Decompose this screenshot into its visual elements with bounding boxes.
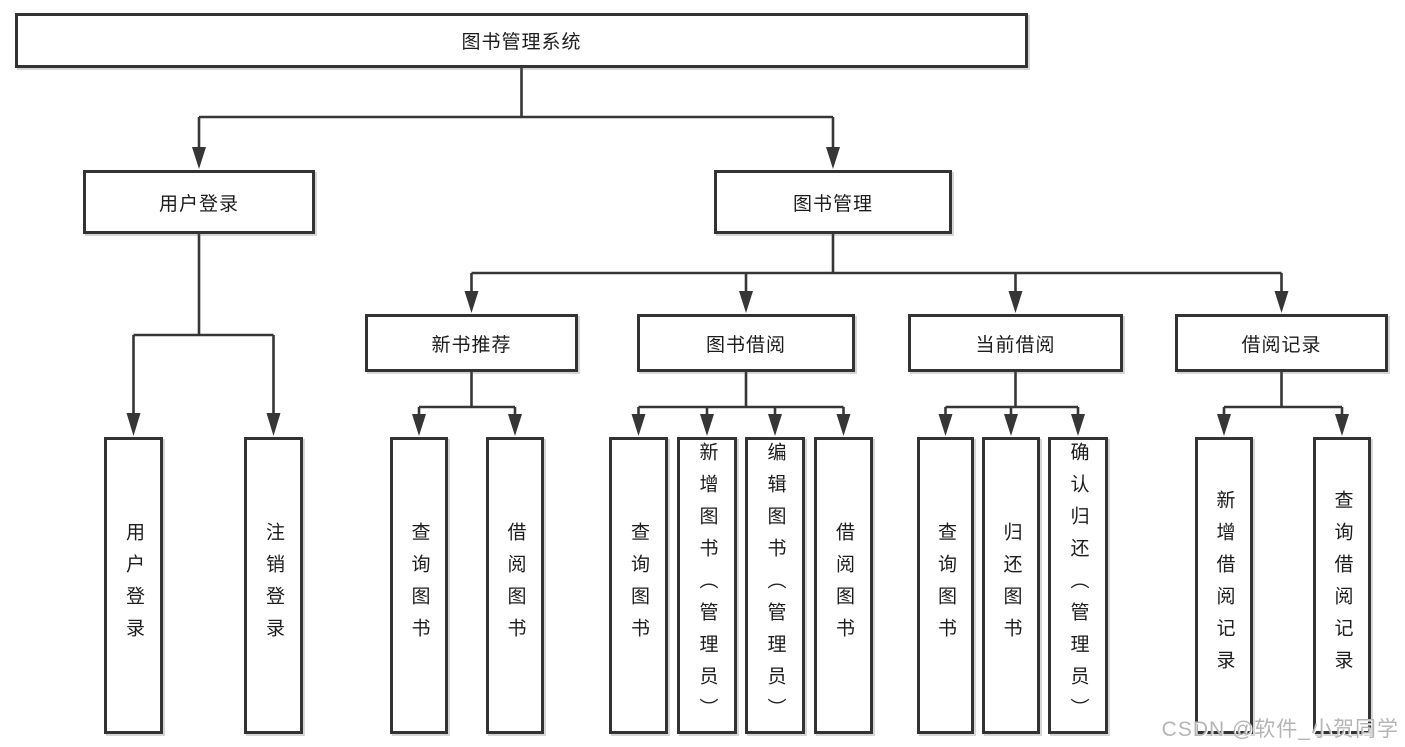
node-leaf-query-book-borrowing: 查询图书 bbox=[609, 437, 668, 734]
leaf-label: 查询图书 bbox=[628, 521, 649, 650]
leaf-label: 新增借阅记录 bbox=[1213, 489, 1235, 682]
leaf-label: 新增图书（管理员） bbox=[696, 441, 718, 730]
node-leaf-return-book: 归还图书 bbox=[982, 437, 1040, 734]
leaf-label: 查询图书 bbox=[408, 521, 430, 650]
leaf-label: 查询借阅记录 bbox=[1331, 489, 1353, 682]
node-borrowing-records: 借阅记录 bbox=[1175, 314, 1388, 372]
node-leaf-logout: 注销登录 bbox=[244, 437, 303, 734]
node-book-borrowing: 图书借阅 bbox=[637, 314, 855, 372]
node-current-borrowing: 当前借阅 bbox=[908, 314, 1123, 372]
node-leaf-borrow-book-recommend: 借阅图书 bbox=[486, 437, 544, 734]
leaf-label: 归还图书 bbox=[1000, 521, 1022, 650]
node-book-management-branch: 图书管理 bbox=[714, 170, 952, 234]
node-leaf-query-book-recommend: 查询图书 bbox=[390, 437, 448, 734]
node-leaf-query-borrow-record: 查询借阅记录 bbox=[1313, 437, 1371, 734]
node-user-login-branch: 用户登录 bbox=[83, 170, 315, 234]
node-leaf-add-book-admin: 新增图书（管理员） bbox=[677, 437, 737, 734]
leaf-label: 借阅图书 bbox=[833, 521, 854, 650]
node-leaf-edit-book-admin: 编辑图书（管理员） bbox=[745, 437, 805, 734]
leaf-label: 借阅图书 bbox=[504, 521, 526, 650]
node-root-system: 图书管理系统 bbox=[15, 13, 1028, 68]
node-leaf-confirm-return-admin: 确认归还（管理员） bbox=[1048, 437, 1108, 734]
node-leaf-add-borrow-record: 新增借阅记录 bbox=[1195, 437, 1253, 734]
node-new-book-recommendation: 新书推荐 bbox=[365, 314, 578, 372]
csdn-watermark: CSDN @软件_小贺同学 bbox=[1161, 718, 1399, 741]
leaf-label: 确认归还（管理员） bbox=[1067, 441, 1089, 730]
leaf-label: 查询图书 bbox=[935, 521, 956, 650]
node-leaf-query-book-current: 查询图书 bbox=[917, 437, 974, 734]
leaf-label: 编辑图书（管理员） bbox=[764, 441, 786, 730]
node-leaf-borrow-book-borrowing: 借阅图书 bbox=[814, 437, 873, 734]
node-leaf-user-login: 用户登录 bbox=[104, 437, 163, 734]
leaf-label: 用户登录 bbox=[123, 521, 144, 650]
leaf-label: 注销登录 bbox=[263, 521, 284, 650]
